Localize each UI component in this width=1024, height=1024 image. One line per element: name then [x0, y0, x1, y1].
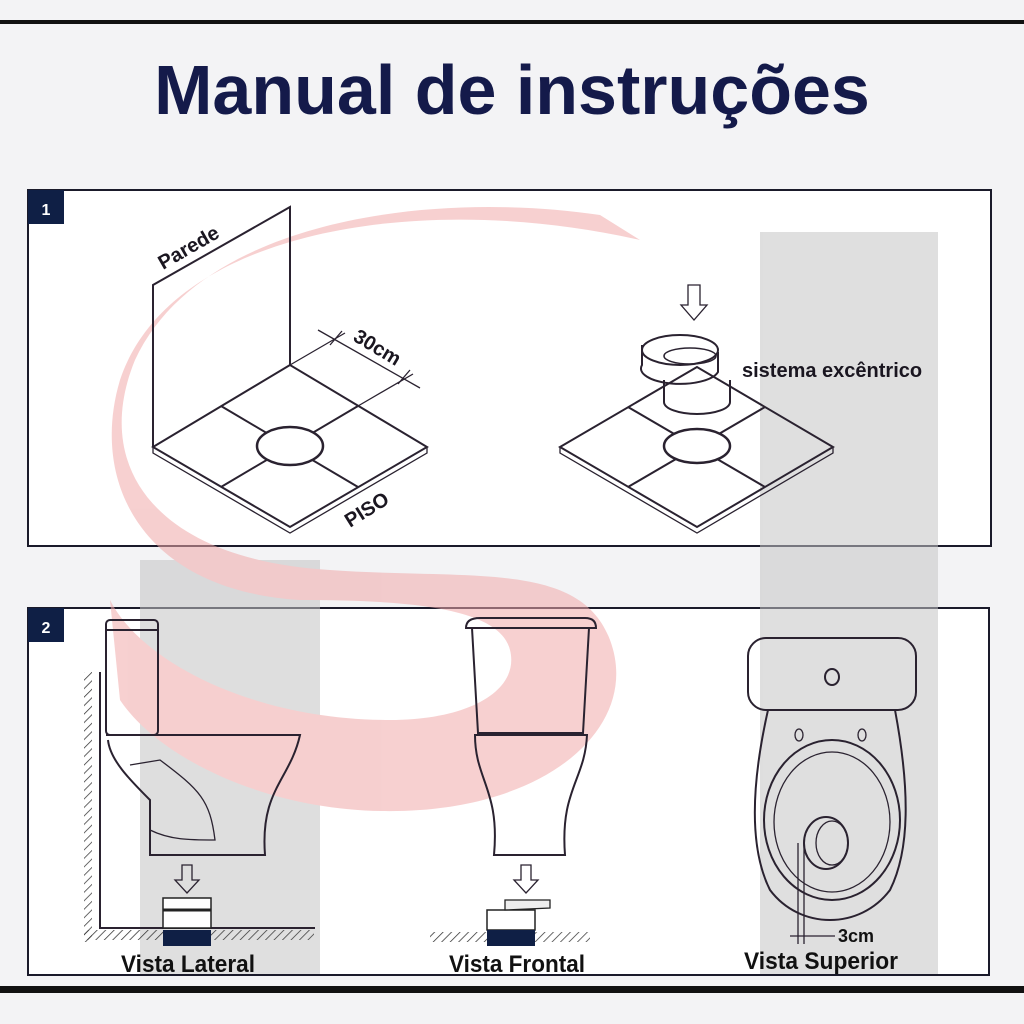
top-view-toilet	[747, 637, 917, 944]
front-flange	[486, 909, 536, 931]
top-rule	[0, 20, 1024, 24]
step-2-number: 2	[42, 620, 51, 637]
down-arrow-icon	[512, 864, 540, 894]
front-view-toilet	[464, 617, 598, 856]
offset-label: 3cm	[838, 926, 874, 946]
front-view-label: Vista Frontal	[449, 951, 585, 978]
step-2-badge	[28, 608, 64, 642]
down-arrow-icon	[679, 284, 709, 321]
top-view-label: Vista Superior	[744, 948, 898, 975]
wall-floor-diagram	[151, 205, 429, 534]
side-drain	[163, 930, 211, 946]
side-flange	[162, 897, 212, 929]
eccentric-system-diagram	[558, 334, 835, 534]
step-1-badge	[28, 190, 64, 224]
watermark-logo	[110, 207, 938, 974]
bottom-rule	[0, 986, 1024, 993]
side-view-label: Vista Lateral	[121, 951, 255, 978]
eccentric-system-label: sistema excêntrico	[742, 360, 922, 382]
page-title: Manual de instruções	[154, 51, 870, 129]
front-drain	[487, 930, 535, 946]
down-arrow-icon	[173, 864, 201, 894]
step-1-number: 1	[42, 202, 51, 219]
